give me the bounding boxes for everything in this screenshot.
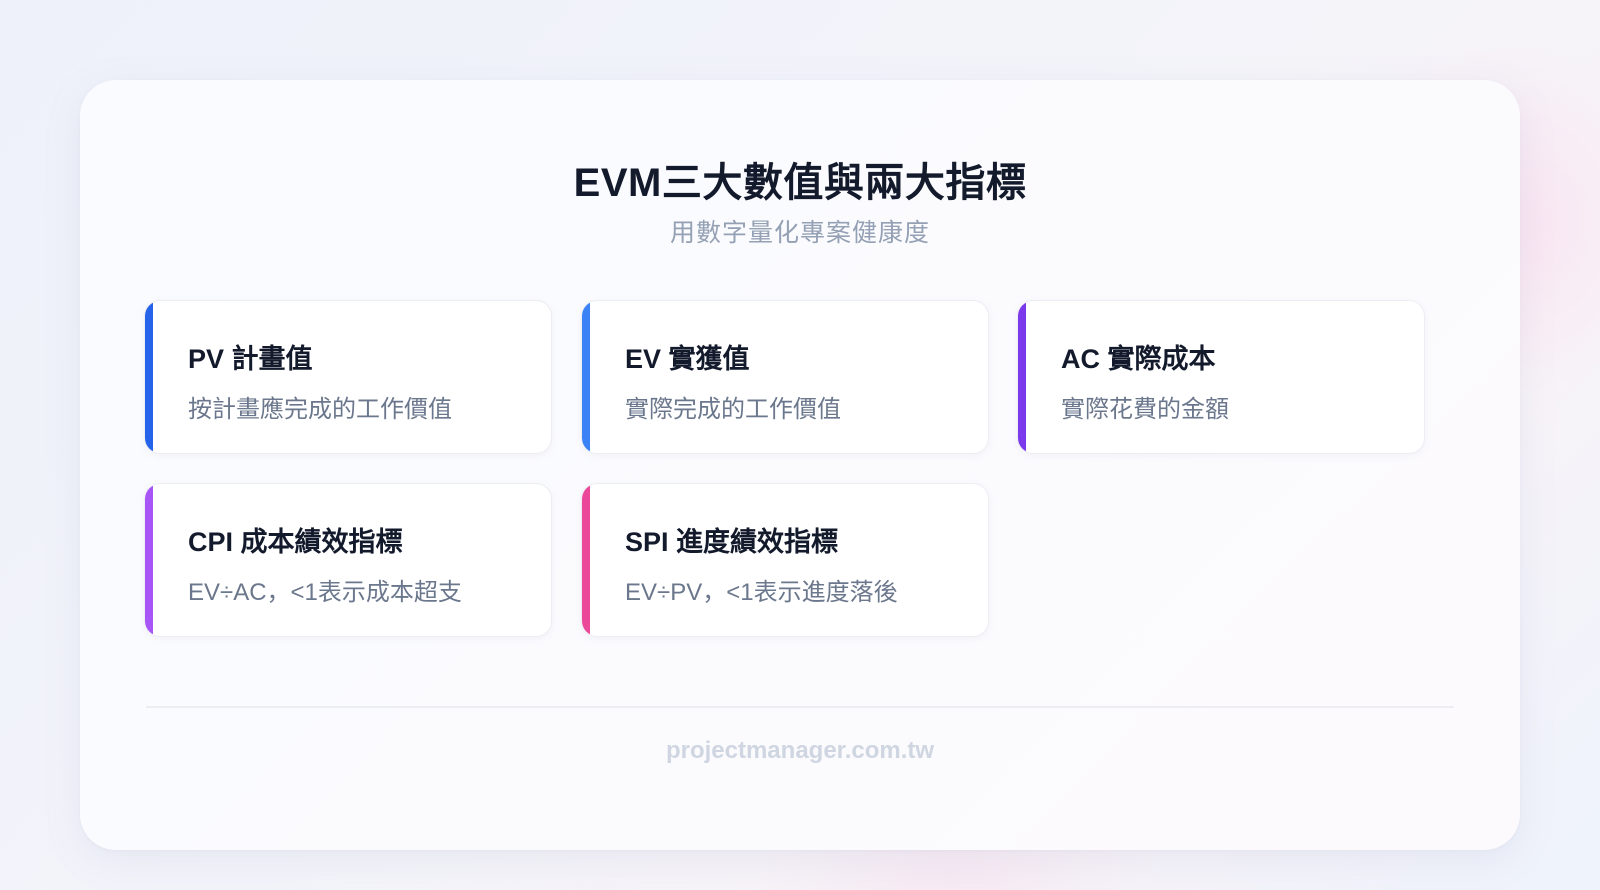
footer-divider [146, 706, 1454, 708]
content-panel: EVM三大數值與兩大指標 用數字量化專案健康度 PV 計畫值 按計畫應完成的工作… [80, 80, 1520, 850]
card-ac: AC 實際成本 實際花費的金額 [1017, 300, 1425, 454]
card-spi: SPI 進度績效指標 EV÷PV，<1表示進度落後 [581, 483, 989, 637]
card-description: 按計畫應完成的工作價值 [188, 396, 452, 423]
card-description: 實際花費的金額 [1061, 396, 1229, 423]
card-accent-bar [145, 301, 153, 453]
card-description: 實際完成的工作價值 [625, 396, 841, 423]
card-title: AC 實際成本 [1061, 344, 1216, 374]
card-title: SPI 進度績效指標 [625, 527, 839, 557]
card-title: EV 實獲值 [625, 344, 750, 374]
card-accent-bar [1018, 301, 1026, 453]
page-title: EVM三大數值與兩大指標 [573, 161, 1027, 205]
card-accent-bar [582, 484, 590, 636]
card-ev: EV 實獲值 實際完成的工作價值 [581, 300, 989, 454]
card-pv: PV 計畫值 按計畫應完成的工作價值 [144, 300, 552, 454]
page-subtitle: 用數字量化專案健康度 [669, 219, 930, 247]
card-accent-bar [582, 301, 590, 453]
card-accent-bar [145, 484, 153, 636]
card-title: PV 計畫值 [188, 344, 313, 374]
card-description: EV÷AC，<1表示成本超支 [188, 579, 462, 606]
card-cpi: CPI 成本績效指標 EV÷AC，<1表示成本超支 [144, 483, 552, 637]
card-title: CPI 成本績效指標 [188, 527, 403, 557]
card-description: EV÷PV，<1表示進度落後 [625, 579, 898, 606]
footer-website: projectmanager.com.tw [665, 737, 935, 764]
